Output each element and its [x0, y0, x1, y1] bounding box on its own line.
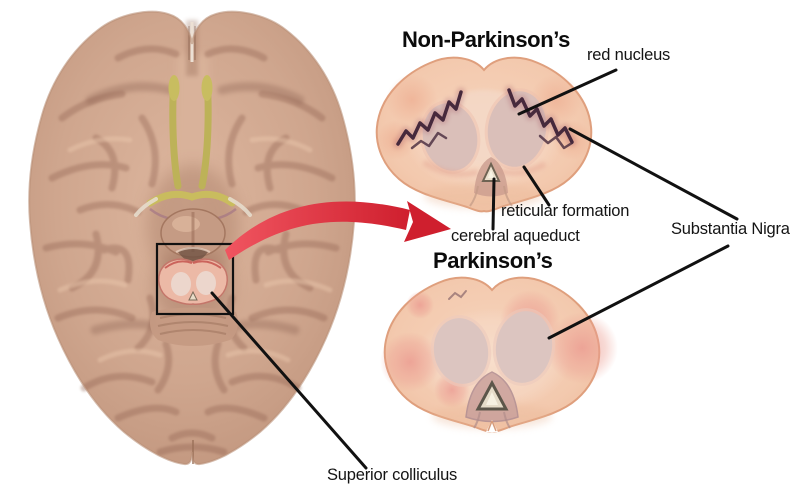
substantia-nigra-pigmented — [393, 85, 577, 150]
callout-line-cerebral-aqueduct — [491, 177, 496, 231]
callout-lines — [210, 68, 739, 470]
sn-remnant-mark — [448, 290, 467, 300]
zoom-region-box — [155, 242, 235, 316]
red-nuclei-parkinsons — [430, 308, 556, 387]
bottom-notch-edges — [487, 420, 497, 432]
red-nucleus-label: red nucleus — [587, 46, 671, 64]
callout-line-red-nucleus — [517, 68, 618, 116]
callout-line-superior-colliculus — [210, 291, 368, 470]
midbrain-in-situ — [158, 247, 228, 305]
substantia-nigra-label: Substantia Nigra — [671, 220, 790, 238]
cerebral-aqueduct-label: cerebral aqueduct — [451, 227, 580, 245]
cerebellum — [150, 307, 238, 346]
zoom-arrow-icon — [225, 201, 451, 260]
non-parkinsons-section — [375, 56, 593, 213]
reticular-formation-label: reticular formation — [501, 202, 630, 220]
superior-colliculus-label: Superior colliculus — [327, 466, 458, 484]
gyri-highlights — [57, 136, 333, 363]
callout-line-substantia-nigra-upper — [568, 127, 739, 221]
callout-line-reticular-formation — [522, 165, 551, 207]
brain-inferior-view — [28, 10, 356, 466]
olfactory-tracts — [168, 75, 213, 190]
callout-line-substantia-nigra-lower — [547, 244, 730, 340]
cerebral-aqueduct-structure — [469, 157, 513, 207]
parkinsons-section — [380, 276, 618, 433]
cerebral-aqueduct-parkinsons — [465, 371, 519, 429]
parkinsons-title: Parkinson’s — [433, 248, 553, 273]
non-parkinsons-title: Non-Parkinson’s — [402, 27, 570, 52]
brain-outline — [28, 10, 356, 466]
